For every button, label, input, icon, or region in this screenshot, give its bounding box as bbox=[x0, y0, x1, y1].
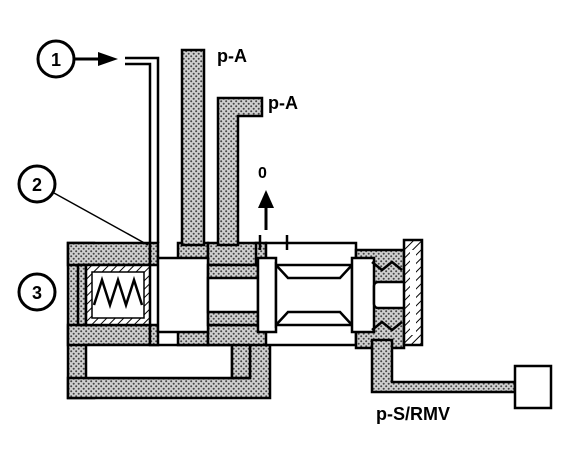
actuator-plate bbox=[371, 238, 424, 347]
exhaust-port bbox=[258, 190, 289, 250]
spool bbox=[156, 256, 416, 334]
callout-1: 1 bbox=[36, 39, 118, 79]
callout-3-text: 3 bbox=[32, 283, 42, 303]
label-exhaust: 0 bbox=[258, 165, 267, 182]
callout-2-text: 2 bbox=[32, 175, 42, 195]
callout-1-text: 1 bbox=[51, 50, 61, 70]
port-pa-top-pipe bbox=[180, 48, 206, 247]
callout-3: 3 bbox=[17, 272, 57, 312]
callout-2: 2 bbox=[17, 164, 149, 246]
port-1-pipe bbox=[125, 56, 160, 243]
label-pa-top: p-A bbox=[217, 46, 247, 66]
spring bbox=[92, 275, 144, 310]
solenoid-box bbox=[513, 364, 553, 410]
port-pa-right-pipe bbox=[216, 96, 264, 247]
label-pa-right: p-A bbox=[268, 93, 298, 113]
spring-chamber bbox=[84, 263, 152, 327]
label-ps-rmv: p-S/RMV bbox=[376, 404, 450, 424]
